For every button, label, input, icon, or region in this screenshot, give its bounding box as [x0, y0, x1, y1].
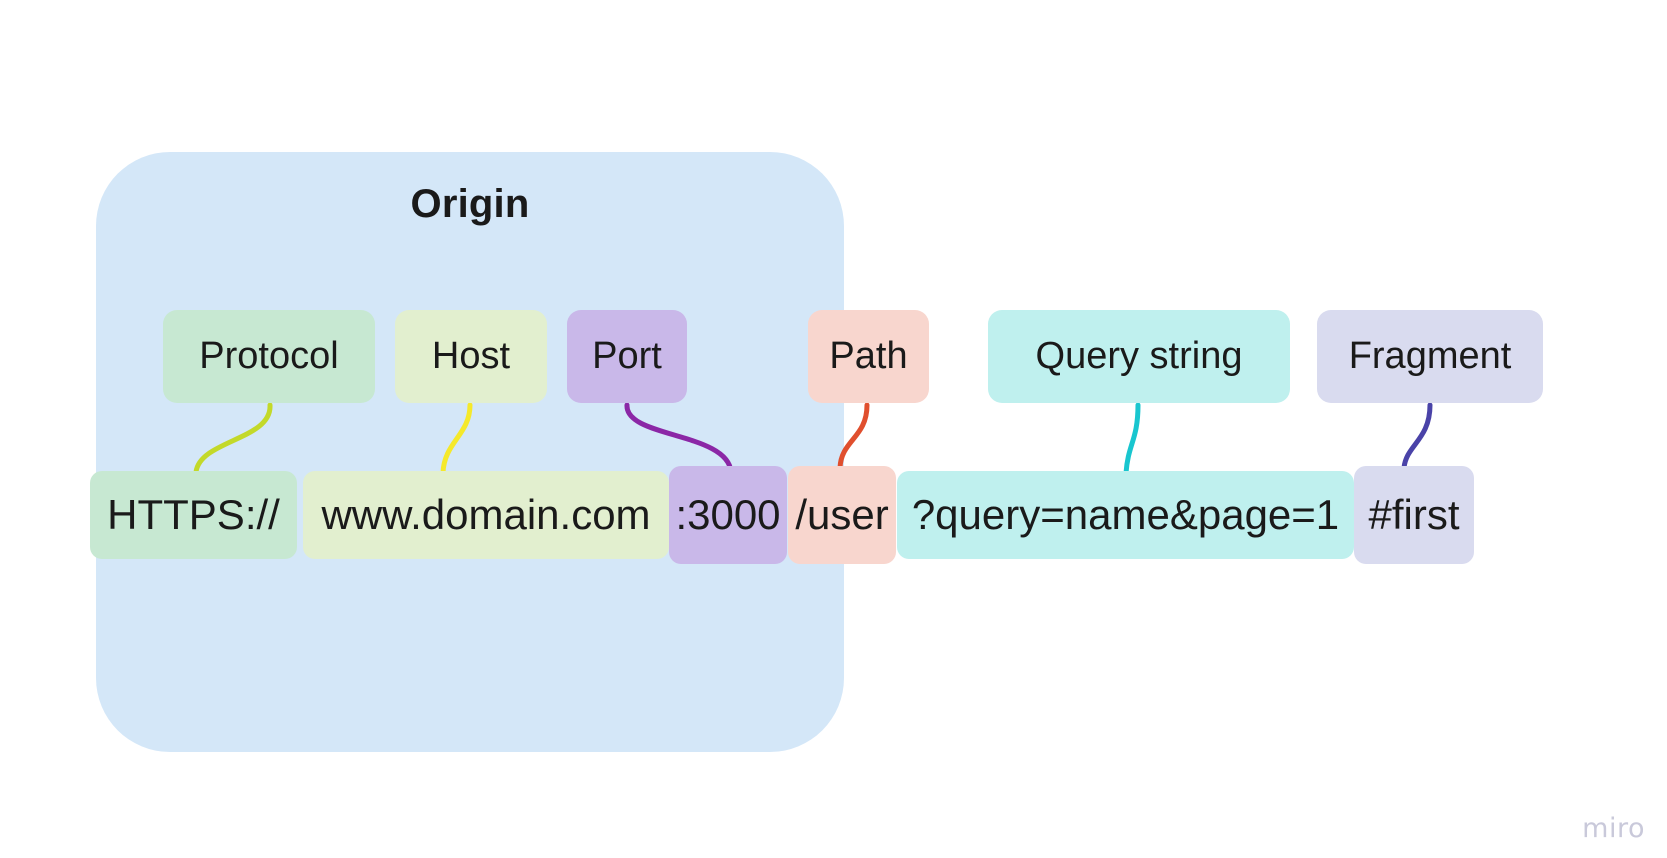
origin-group-container: [96, 152, 844, 752]
label-chip-port[interactable]: Port: [567, 310, 687, 403]
label-chip-query-string[interactable]: Query string: [988, 310, 1290, 403]
url-segment-fragment-value[interactable]: #first: [1354, 466, 1474, 564]
url-segment-path-value[interactable]: /user: [788, 466, 896, 564]
query-connector: [1123, 402, 1141, 476]
url-segment-query-value[interactable]: ?query=name&page=1: [897, 471, 1354, 559]
url-segment-host-value[interactable]: www.domain.com: [303, 471, 669, 559]
label-chip-fragment[interactable]: Fragment: [1317, 310, 1543, 403]
label-chip-protocol[interactable]: Protocol: [163, 310, 375, 403]
origin-group-title: Origin: [410, 182, 530, 226]
miro-watermark: miro: [1582, 813, 1645, 844]
path-connector: [837, 402, 870, 471]
label-chip-host[interactable]: Host: [395, 310, 547, 403]
url-segment-port-value[interactable]: :3000: [669, 466, 787, 564]
fragment-connector: [1401, 402, 1433, 471]
label-chip-path[interactable]: Path: [808, 310, 929, 403]
url-segment-protocol-value[interactable]: HTTPS://: [90, 471, 297, 559]
